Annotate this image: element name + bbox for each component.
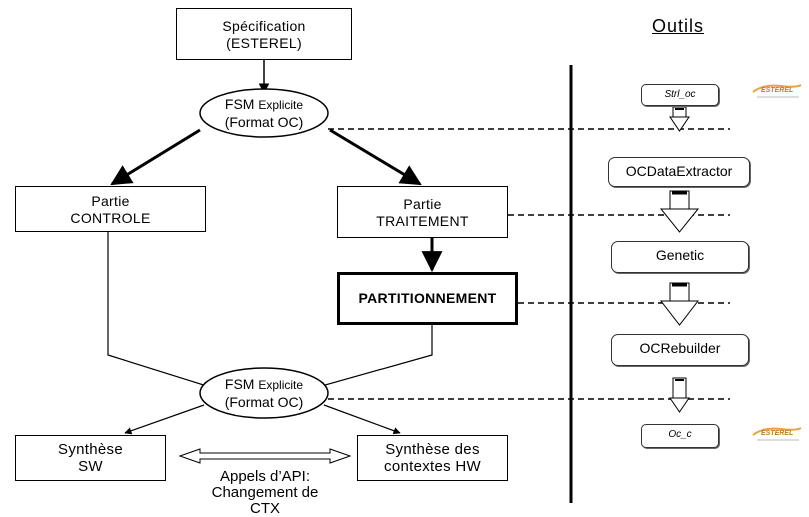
fsm-top-line1: FSM (224, 96, 255, 112)
tool-oc-c: Oc_c (641, 424, 719, 448)
partitionnement-box: PARTITIONNEMENT (337, 272, 518, 325)
esterel-logo-icon: ESTEREL (752, 427, 802, 441)
fsm-bottom-ellipse (199, 367, 329, 419)
partie-traitement-line1: Partie (403, 196, 442, 212)
api-note-line3: CTX (250, 500, 280, 517)
block-arrow-2 (659, 190, 700, 233)
esterel-logo-text: ESTEREL (761, 87, 793, 94)
tool-ocdataextractor: OCDataExtractor (608, 157, 750, 187)
arrow-fsm-to-sw (124, 404, 205, 435)
synthese-sw-line2: SW (78, 458, 103, 475)
fsm-bottom-label: FSM Explicite (Format OC) (200, 376, 328, 411)
esterel-logo-text: ESTEREL (761, 430, 793, 437)
arrow-controle-to-fsm (107, 232, 211, 389)
api-note-line1: Appels d’API: (219, 468, 311, 485)
arrow-partitionnement-to-fsm (317, 325, 433, 389)
specification-box: Spécification (ESTEREL) (176, 8, 352, 60)
block-arrow-4 (669, 377, 690, 413)
partie-controle-line2: CONTROLE (70, 210, 151, 226)
block-arrow-1 (669, 106, 690, 132)
fsm-bottom-line1: FSM (224, 376, 255, 392)
fsm-top-line1-small: Explicite (258, 98, 304, 112)
tool-genetic: Genetic (611, 241, 749, 273)
fsm-bottom-line1-small: Explicite (258, 378, 304, 392)
synthese-hw-box: Synthèse des contextes HW (357, 435, 508, 481)
double-arrow-api (178, 448, 352, 464)
arrow-fsm-to-traitement (329, 128, 422, 186)
partie-controle-box: Partie CONTROLE (15, 186, 206, 232)
synthese-hw-line2: contextes HW (384, 458, 481, 475)
partie-traitement-box: Partie TRAITEMENT (337, 186, 508, 238)
synthese-sw-line1: Synthèse (58, 441, 123, 458)
partie-controle-line1: Partie (91, 193, 130, 209)
outils-title: Outils (652, 16, 705, 36)
fsm-top-line2: (Format OC) (224, 114, 304, 130)
synthese-sw-box: Synthèse SW (15, 435, 166, 481)
tool-ocrebuilder: OCRebuilder (611, 334, 749, 366)
synthese-hw-line1: Synthèse des (385, 441, 480, 458)
arrow-fsm-to-controle (110, 128, 201, 186)
block-arrow-3 (659, 282, 700, 326)
fsm-bottom-line2: (Format OC) (224, 394, 304, 410)
partitionnement-label: PARTITIONNEMENT (358, 290, 497, 306)
partie-traitement-line2: TRAITEMENT (376, 213, 469, 229)
api-note-line2: Changement de (211, 484, 319, 501)
arrow-fsm-to-hw (323, 404, 401, 435)
specification-line1: Spécification (222, 18, 306, 34)
tool-strl-oc: Strl_oc (641, 84, 719, 106)
fsm-top-ellipse (199, 88, 329, 138)
fsm-top-label: FSM Explicite (Format OC) (200, 96, 328, 131)
api-note: Appels d’API: Changement de CTX (180, 469, 350, 517)
esterel-logo-icon: ESTEREL (752, 84, 802, 98)
specification-line2: (ESTEREL) (226, 35, 302, 51)
